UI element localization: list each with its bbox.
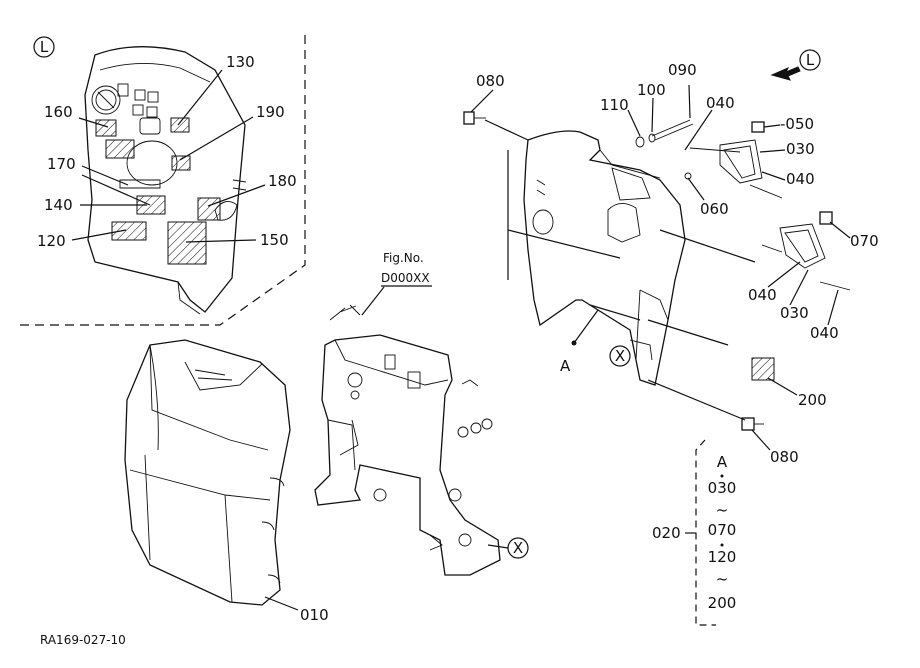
diagram-code: RA169-027-10 xyxy=(40,633,126,647)
range-070: 070 xyxy=(708,521,737,539)
label-100: 100 xyxy=(637,81,666,99)
label-080-top: 080 xyxy=(476,72,505,90)
label-170: 170 xyxy=(47,155,76,173)
label-180: 180 xyxy=(268,172,297,190)
label-070: 070 xyxy=(850,232,879,250)
range-030: 030 xyxy=(708,479,737,497)
label-010: 010 xyxy=(300,606,329,624)
label-040-b: 040 xyxy=(786,170,815,188)
front-cover-assembly xyxy=(523,130,775,386)
label-030-a: 030 xyxy=(786,140,815,158)
svg-text:L: L xyxy=(806,51,815,69)
view-marker-l-inset: L xyxy=(33,36,55,58)
rear-cover-010 xyxy=(124,339,291,606)
svg-text:A: A xyxy=(560,357,571,375)
leader-x-bracket xyxy=(487,544,509,549)
range-120: 120 xyxy=(708,548,737,566)
hardware xyxy=(463,111,851,431)
label-040-c: 040 xyxy=(748,286,777,304)
leader-fig xyxy=(361,286,385,316)
label-040-d: 040 xyxy=(810,324,839,342)
svg-text:X: X xyxy=(615,347,625,365)
view-marker-x-bracket: X xyxy=(507,537,529,559)
label-190: 190 xyxy=(256,103,285,121)
label-200: 200 xyxy=(798,391,827,409)
label-040-a: 040 xyxy=(706,94,735,112)
label-130: 130 xyxy=(226,53,255,71)
label-120: 120 xyxy=(37,232,66,250)
inset-frame xyxy=(20,30,306,326)
view-marker-x-right: X xyxy=(609,345,631,367)
range-bracket-020: 020 A 030 ~ 070 120 ~ 200 xyxy=(652,439,737,626)
range-200: 200 xyxy=(708,594,737,612)
range-a: A xyxy=(717,453,728,471)
point-a-marker: A xyxy=(560,309,599,375)
fig-ref-line1: Fig.No. xyxy=(383,251,424,265)
label-110: 110 xyxy=(600,96,629,114)
range-tilde-2: ~ xyxy=(716,570,729,588)
svg-text:L: L xyxy=(40,38,49,56)
label-060: 060 xyxy=(700,200,729,218)
range-tilde-1: ~ xyxy=(716,501,729,519)
bracket-frame xyxy=(314,304,501,576)
right-leaders xyxy=(470,84,851,451)
fig-ref-line2: D000XX xyxy=(381,271,430,285)
label-160: 160 xyxy=(44,103,73,121)
label-150: 150 xyxy=(260,231,289,249)
label-plate-200 xyxy=(751,357,775,381)
svg-text:X: X xyxy=(513,539,523,557)
label-050: -050 xyxy=(780,115,814,133)
leader-010 xyxy=(264,596,299,611)
label-030-b: 030 xyxy=(780,304,809,322)
label-080-bottom: 080 xyxy=(770,448,799,466)
label-090: 090 xyxy=(668,61,697,79)
label-140: 140 xyxy=(44,196,73,214)
dashboard-panel-inset xyxy=(84,46,247,315)
inset-leaders xyxy=(71,69,266,243)
centre-lines xyxy=(484,119,756,421)
view-marker-l-right: L xyxy=(770,49,821,81)
label-020: 020 xyxy=(652,524,681,542)
